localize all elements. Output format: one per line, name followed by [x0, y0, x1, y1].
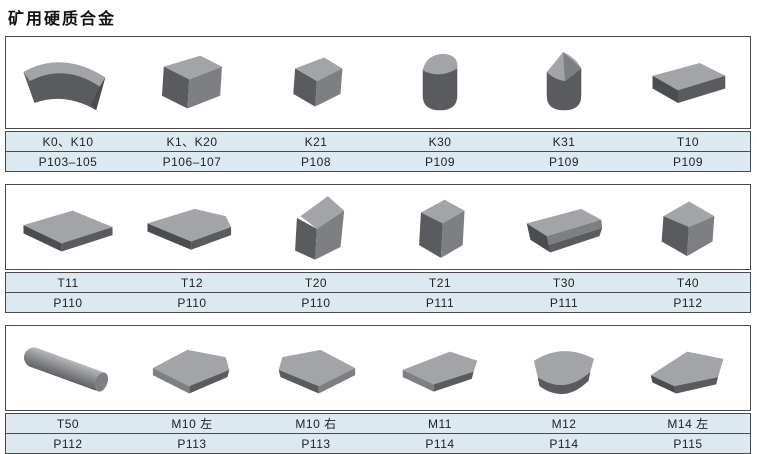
- product-model-label: K0、K10: [42, 135, 94, 149]
- t12-plate-icon: [147, 208, 232, 250]
- product-image-k31-cylinder: [502, 37, 626, 128]
- product-model-label: T11: [57, 275, 79, 290]
- product-page-ref: P109: [424, 154, 456, 169]
- product-image-t21-block: [378, 185, 502, 269]
- product-model-label: K21: [304, 134, 328, 149]
- k1-k20-block-icon: [162, 55, 222, 108]
- t20-wedge-icon: [295, 196, 345, 260]
- product-page-ref: P113: [301, 436, 331, 451]
- product-model-label: M10 左: [171, 417, 213, 431]
- product-image-k0-k10-block: [6, 37, 130, 128]
- t11-plate-icon: [23, 210, 113, 252]
- product-image-k30-cylinder: [378, 37, 502, 128]
- page-title: 矿用硬质合金: [8, 11, 117, 28]
- product-image-m11-plate: [378, 326, 502, 410]
- product-model-label: T12: [180, 275, 204, 290]
- model-label-strip: K0、K10 K1、K20 K21 K30 K31 T10: [5, 131, 751, 152]
- product-page-ref: P112: [673, 295, 703, 310]
- product-model-label: M14 左: [667, 417, 709, 431]
- product-image-t30-bar: [502, 185, 626, 269]
- product-model-label: T50: [56, 416, 80, 431]
- product-page-ref: P108: [300, 154, 332, 169]
- page-ref-strip: P110 P110 P110 P111 P111 P112: [5, 293, 751, 313]
- t50-rod-icon: [23, 347, 108, 392]
- product-image-t40-block: [626, 185, 750, 269]
- product-page-ref: P110: [53, 295, 83, 310]
- product-image-m10-right-plate: [254, 326, 378, 410]
- product-page-ref: P114: [549, 436, 579, 451]
- product-model-label: T21: [428, 275, 452, 290]
- product-page-ref: P110: [301, 295, 331, 310]
- product-page-ref: P112: [53, 436, 83, 451]
- product-image-strip: [5, 36, 751, 129]
- k0-k10-block-icon: [23, 61, 106, 110]
- product-page-ref: P103–105: [38, 154, 98, 169]
- product-page-ref: P114: [425, 436, 455, 451]
- product-model-label: M10 右: [295, 417, 337, 431]
- product-page-ref: P115: [673, 436, 703, 451]
- product-image-m14-left-plate: [626, 326, 750, 410]
- product-page-ref: P111: [549, 295, 579, 310]
- product-model-label: K30: [428, 134, 452, 149]
- product-page-ref: P109: [672, 154, 704, 169]
- product-image-m10-left-plate: [130, 326, 254, 410]
- product-image-k21-block: [254, 37, 378, 128]
- model-label-strip: T50 M10 左 M10 右 M11 M12 M14 左: [5, 413, 751, 434]
- m10-left-plate-icon: [152, 349, 230, 394]
- k31-cylinder-icon: [546, 51, 582, 110]
- product-image-m12-plate: [502, 326, 626, 410]
- product-page-ref: P110: [177, 295, 207, 310]
- m14-left-plate-icon: [650, 351, 724, 394]
- m10-right-plate-icon: [278, 349, 356, 394]
- product-model-label: T40: [676, 275, 700, 290]
- product-image-t50-rod: [6, 326, 130, 410]
- product-model-label: K1、K20: [166, 135, 218, 149]
- k21-block-icon: [293, 57, 343, 107]
- t21-block-icon: [419, 199, 465, 258]
- product-model-label: T10: [676, 134, 700, 149]
- t40-block-icon: [661, 201, 715, 257]
- product-row-3: T50 M10 左 M10 右 M11 M12 M14 左 P112 P113 P113 P114…: [5, 325, 751, 454]
- page-ref-strip: P103–105 P106–107 P108 P109 P109 P109: [5, 152, 751, 172]
- model-label-strip: T11 T12 T20 T21 T30 T40: [5, 272, 751, 293]
- product-image-t10-bar: [626, 37, 750, 128]
- product-model-label: M11: [428, 416, 452, 431]
- k30-cylinder-icon: [422, 53, 458, 110]
- product-page-ref: P109: [548, 154, 580, 169]
- product-model-label: M12: [551, 416, 577, 431]
- product-image-strip: [5, 184, 751, 270]
- product-model-label: T30: [552, 275, 576, 290]
- product-page-ref: P113: [177, 436, 207, 451]
- m12-plate-icon: [534, 351, 594, 395]
- product-image-t11-plate: [6, 185, 130, 269]
- t30-bar-icon: [526, 208, 603, 253]
- m11-plate-icon: [402, 351, 478, 392]
- product-model-label: T20: [304, 275, 328, 290]
- t10-bar-icon: [652, 62, 726, 103]
- product-page-ref: P111: [425, 295, 455, 310]
- product-image-t20-wedge: [254, 185, 378, 269]
- product-page-ref: P106–107: [162, 154, 222, 169]
- product-model-label: K31: [552, 134, 576, 149]
- product-image-strip: [5, 325, 751, 411]
- page-ref-strip: P112 P113 P113 P114 P114 P115: [5, 434, 751, 454]
- product-image-k1-k20-block: [130, 37, 254, 128]
- product-image-t12-plate: [130, 185, 254, 269]
